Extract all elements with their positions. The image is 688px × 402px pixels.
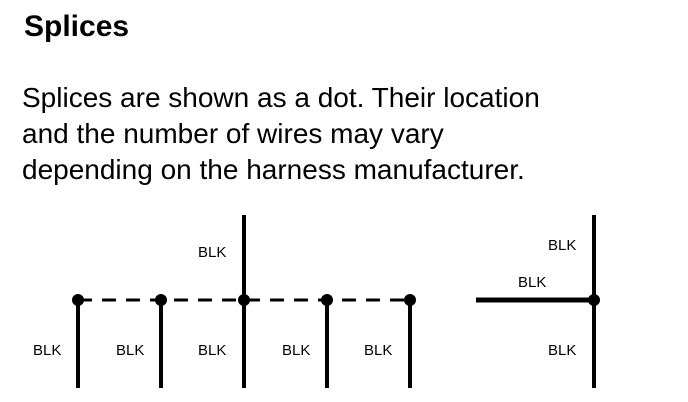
wire-label-bottom: BLK bbox=[364, 342, 392, 359]
splice-dot bbox=[155, 294, 167, 306]
splice-dot bbox=[321, 294, 333, 306]
wire-label-bottom: BLK bbox=[33, 342, 61, 359]
wire-label-bottom: BLK bbox=[282, 342, 310, 359]
description-text: Splices are shown as a dot. Their locati… bbox=[22, 80, 662, 188]
wire-label-bottom: BLK bbox=[116, 342, 144, 359]
splice-dot bbox=[238, 294, 250, 306]
description-line: Splices are shown as a dot. Their locati… bbox=[22, 82, 540, 113]
wire-label-top: BLK bbox=[198, 244, 226, 261]
splice-dot bbox=[588, 294, 600, 306]
right-wire-label-top: BLK bbox=[548, 237, 576, 254]
right-wire-label-bottom: BLK bbox=[548, 342, 576, 359]
wire-label-bottom: BLK bbox=[198, 342, 226, 359]
page-title: Splices bbox=[24, 10, 130, 43]
right-wire-label-horizontal: BLK bbox=[518, 274, 546, 291]
splice-dot bbox=[404, 294, 416, 306]
description-line: depending on the harness manufacturer. bbox=[22, 154, 525, 185]
description-line: and the number of wires may vary bbox=[22, 118, 444, 149]
splice-dot bbox=[72, 294, 84, 306]
